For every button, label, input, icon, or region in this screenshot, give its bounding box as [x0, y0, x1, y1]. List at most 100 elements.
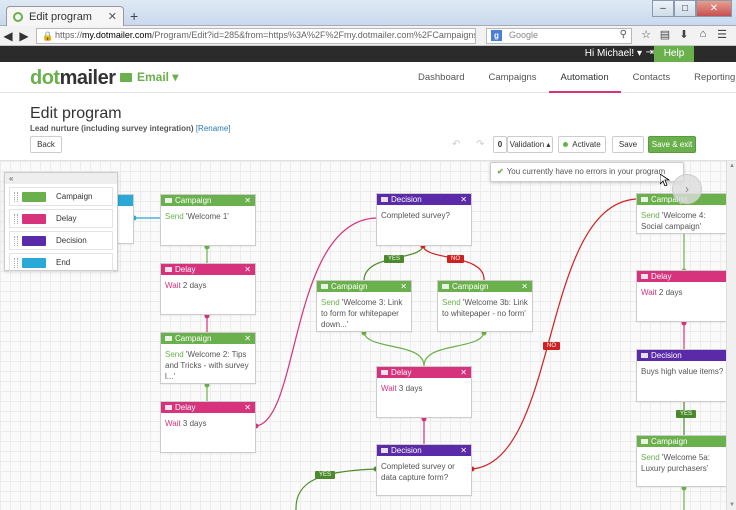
delay-node-3-days-b[interactable]: Delay✕ Wait 3 days [376, 366, 472, 418]
rename-link[interactable]: [Rename] [195, 124, 231, 133]
drag-handle-icon[interactable] [14, 191, 18, 202]
back-button[interactable]: Back [30, 136, 62, 153]
nav-campaigns[interactable]: Campaigns ▾ [488, 72, 537, 114]
logout-icon[interactable]: ⇥ [645, 47, 654, 58]
campaign-node-welcome-3[interactable]: Campaign✕ Send 'Welcome 3: Link to form … [316, 280, 412, 332]
user-menu[interactable]: Hi Michael! ▾ [584, 48, 642, 59]
reading-list-icon[interactable]: ▤ [659, 29, 671, 41]
google-icon: g [491, 30, 502, 41]
back-arrow-icon[interactable]: ◀ [3, 28, 13, 43]
activate-button[interactable]: Activate [558, 136, 606, 153]
menu-icon[interactable]: ☰ [717, 29, 727, 41]
delay-node-2-days[interactable]: Delay✕ Wait 2 days [160, 263, 256, 315]
url-host: my.dotmailer.com [82, 30, 152, 40]
tab-title: Edit program [29, 10, 92, 23]
search-icon[interactable]: ⚲ [619, 29, 627, 40]
product-switcher[interactable]: Email ▾ [120, 70, 178, 84]
delay-node-3-days[interactable]: Delay✕ Wait 3 days [160, 401, 256, 453]
node-header: Campaign✕ [161, 195, 255, 206]
home-icon[interactable]: ⌂ [699, 28, 707, 40]
clock-icon [381, 370, 388, 375]
envelope-icon [442, 284, 449, 289]
validation-button[interactable]: Validation ▴ [507, 136, 553, 153]
decision-node-high-value[interactable]: Decision Buys high value items? [636, 349, 732, 402]
canvas-pan-icon[interactable]: › [672, 174, 702, 204]
delete-node-icon[interactable]: ✕ [460, 446, 467, 455]
program-canvas[interactable]: Campaign✕ Send 'Welcome 1' Delay✕ Wait 2… [0, 161, 736, 510]
scroll-down-icon[interactable]: ▼ [729, 502, 735, 508]
nav-contacts[interactable]: Contacts ▾ [632, 72, 671, 114]
envelope-icon [641, 439, 648, 444]
save-exit-button[interactable]: Save & exit [648, 136, 696, 153]
palette-item-campaign[interactable]: Campaign [9, 187, 113, 206]
minimize-icon[interactable]: – [652, 0, 674, 17]
yes-branch-label: YES [384, 255, 405, 263]
envelope-icon [120, 72, 132, 82]
search-placeholder: Google [509, 30, 539, 40]
decision-icon [641, 353, 648, 358]
forward-arrow-icon[interactable]: ▶ [19, 28, 29, 43]
campaign-node-welcome-2[interactable]: Campaign✕ Send 'Welcome 2: Tips and Tric… [160, 332, 256, 384]
campaign-node-welcome-1[interactable]: Campaign✕ Send 'Welcome 1' [160, 194, 256, 246]
product-label: Email [137, 70, 170, 84]
nav-reporting[interactable]: Reporting ▾ [694, 72, 736, 114]
palette-item-delay[interactable]: Delay [9, 209, 113, 228]
node-header: Campaign [637, 436, 731, 447]
help-button[interactable]: Help [654, 46, 694, 62]
delete-node-icon[interactable]: ✕ [460, 368, 467, 377]
node-header: Delay✕ [377, 367, 471, 378]
validation-count: 0 [493, 136, 507, 153]
nav-dashboard[interactable]: Dashboard [418, 72, 465, 83]
address-bar[interactable]: 🔒 https://my.dotmailer.com/Program/Edit?… [36, 28, 476, 44]
palette-item-end[interactable]: End [9, 253, 113, 272]
save-button[interactable]: Save [612, 136, 644, 153]
redo-icon[interactable]: ↷ [476, 139, 485, 150]
delete-node-icon[interactable]: ✕ [400, 282, 407, 291]
palette-item-decision[interactable]: Decision [9, 231, 113, 250]
validation-tooltip: ✔You currently have no errors in your pr… [490, 162, 684, 182]
campaign-node-welcome-5a[interactable]: Campaign Send 'Welcome 5a: Luxury purcha… [636, 435, 732, 487]
lock-icon: 🔒 [42, 31, 54, 41]
drag-handle-icon[interactable] [14, 213, 18, 224]
delete-node-icon[interactable]: ✕ [244, 403, 251, 412]
yes-branch-label: YES [676, 410, 697, 418]
clock-icon [165, 267, 172, 272]
browser-titlebar: Edit program ✕ + – □ ✕ [0, 0, 736, 26]
campaign-node-welcome-3b[interactable]: Campaign✕ Send 'Welcome 3b: Link to whit… [437, 280, 533, 332]
maximize-icon[interactable]: □ [674, 0, 696, 17]
decision-node-survey-or-form[interactable]: Decision✕ Completed survey or data captu… [376, 444, 472, 496]
decision-icon [381, 448, 388, 453]
page-title: Edit program [30, 105, 122, 122]
download-icon[interactable]: ⬇ [679, 29, 689, 41]
mouse-cursor-icon [660, 174, 670, 186]
search-box[interactable]: g Google ⚲ [486, 28, 632, 44]
vertical-scrollbar[interactable]: ▲ ▼ [726, 161, 736, 510]
node-header: Decision [637, 350, 731, 361]
palette-toggle[interactable]: « [5, 173, 117, 184]
nav-automation[interactable]: Automation ▾ [548, 62, 621, 114]
drag-handle-icon[interactable] [14, 257, 18, 268]
yes-branch-label: YES [315, 471, 336, 479]
delete-node-icon[interactable]: ✕ [521, 282, 528, 291]
new-tab-icon[interactable]: + [130, 8, 139, 24]
delete-node-icon[interactable]: ✕ [244, 196, 251, 205]
close-window-icon[interactable]: ✕ [696, 0, 732, 17]
status-dot-icon [563, 142, 569, 148]
dotmailer-logo[interactable]: dotmailer [30, 67, 116, 89]
delay-node-2-days-b[interactable]: Delay Wait 2 days [636, 270, 732, 322]
user-name: Hi Michael! [584, 48, 635, 59]
undo-icon[interactable]: ↶ [452, 139, 461, 150]
delete-node-icon[interactable]: ✕ [460, 195, 467, 204]
close-tab-icon[interactable]: ✕ [107, 11, 117, 23]
dotmailer-favicon-icon [13, 11, 23, 22]
envelope-icon [165, 336, 172, 341]
delete-node-icon[interactable]: ✕ [244, 334, 251, 343]
drag-handle-icon[interactable] [14, 235, 18, 246]
no-branch-label: NO [447, 255, 464, 263]
star-icon[interactable]: ☆ [641, 29, 651, 41]
decision-node-completed-survey[interactable]: Decision✕ Completed survey? [376, 193, 472, 246]
scroll-up-icon[interactable]: ▲ [729, 163, 735, 169]
delete-node-icon[interactable]: ✕ [244, 265, 251, 274]
browser-tab[interactable]: Edit program ✕ [6, 6, 124, 26]
campaign-swatch-icon [22, 191, 46, 202]
